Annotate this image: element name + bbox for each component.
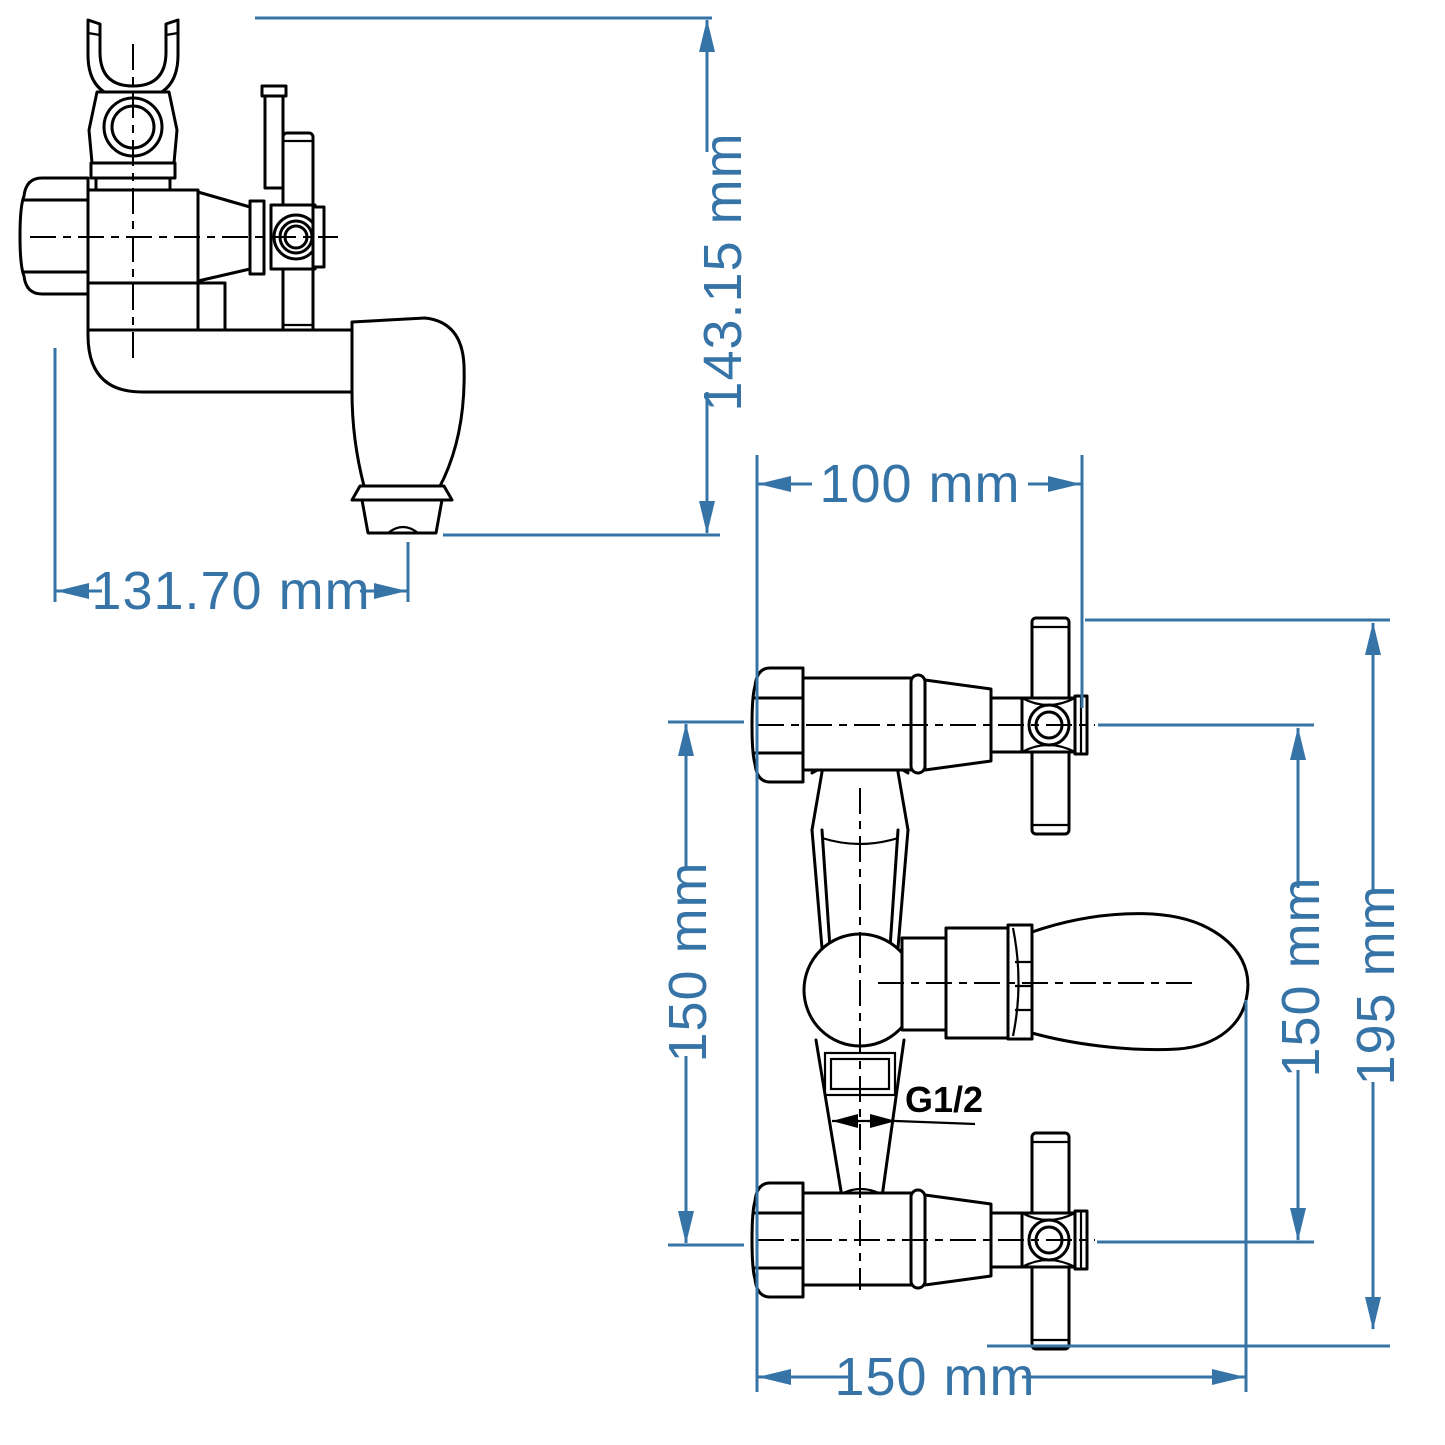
topwidth-arrow-right bbox=[1048, 476, 1081, 492]
sleeve-inner-right bbox=[888, 828, 900, 950]
left150-arrow-down bbox=[678, 1211, 694, 1244]
bottom150-arrow-right bbox=[1212, 1369, 1245, 1385]
overall-arrow-down bbox=[1365, 1297, 1381, 1330]
thread-arrowhead-right bbox=[870, 1114, 896, 1128]
width-dim-label: 131.70 mm bbox=[91, 561, 370, 621]
aerator-cup bbox=[360, 498, 444, 535]
neck-edge-right bbox=[896, 770, 910, 832]
left150-dim-label: 150 mm bbox=[658, 861, 718, 1062]
bottom-handle-arm-down bbox=[1030, 1263, 1071, 1351]
right150-dim-label: 150 mm bbox=[1271, 876, 1331, 1077]
valve-body bbox=[86, 188, 200, 332]
top-handle-arm-down bbox=[1030, 748, 1071, 836]
topwidth-dim-label: 100 mm bbox=[819, 454, 1020, 514]
width-arrow-left bbox=[56, 583, 89, 599]
overall-arrow-up bbox=[1365, 622, 1381, 655]
bottom150-arrow-left bbox=[758, 1369, 791, 1385]
lever-bulb bbox=[1030, 912, 1250, 1052]
thread-size-label: G1/2 bbox=[905, 1079, 983, 1120]
top-handle-arm-up bbox=[1030, 616, 1071, 702]
aerator-notch bbox=[387, 525, 419, 534]
cradle-tick-right bbox=[165, 31, 179, 37]
overall-dim-label: 195 mm bbox=[1346, 884, 1406, 1085]
thread-callout: G1/2 bbox=[832, 1079, 983, 1128]
bottom-handle-arm-up bbox=[1030, 1131, 1071, 1217]
lever-band-curve bbox=[1011, 927, 1020, 1037]
sleeve-inner-left bbox=[820, 828, 832, 950]
aerator-flange bbox=[350, 484, 454, 502]
spout-arm bbox=[86, 328, 354, 394]
side-view-dimensions: 143.15 mm 131.70 mm bbox=[53, 16, 753, 621]
spout-head bbox=[350, 316, 466, 488]
topwidth-arrow-left bbox=[758, 476, 791, 492]
front-view-faucet: G1/2 bbox=[750, 616, 1250, 1351]
tail-edge-left bbox=[814, 1038, 844, 1199]
bottom150-dim-label: 150 mm bbox=[834, 1347, 1035, 1407]
neck-edge-left bbox=[810, 770, 824, 832]
right150-arrow-up bbox=[1290, 727, 1306, 760]
cradle-tick-left bbox=[87, 31, 101, 37]
sleeve-outer-right bbox=[896, 828, 910, 950]
thread-arrowhead-left bbox=[832, 1114, 858, 1128]
sleeve-outer-left bbox=[810, 828, 824, 950]
left150-arrow-up bbox=[678, 723, 694, 756]
height-arrow-down bbox=[699, 501, 715, 534]
thread-leader-line bbox=[895, 1119, 976, 1126]
side-view-faucet bbox=[18, 18, 466, 535]
tail-edge-right bbox=[880, 1038, 906, 1199]
right150-arrow-down bbox=[1290, 1208, 1306, 1241]
height-dim-label: 143.15 mm bbox=[693, 132, 753, 411]
width-arrow-right bbox=[374, 583, 407, 599]
handle-rear-arm bbox=[263, 94, 285, 190]
front-view-dimensions: 100 mm 150 mm 150 mm 195 mm 150 mm bbox=[658, 454, 1406, 1407]
height-arrow-up bbox=[699, 19, 715, 52]
